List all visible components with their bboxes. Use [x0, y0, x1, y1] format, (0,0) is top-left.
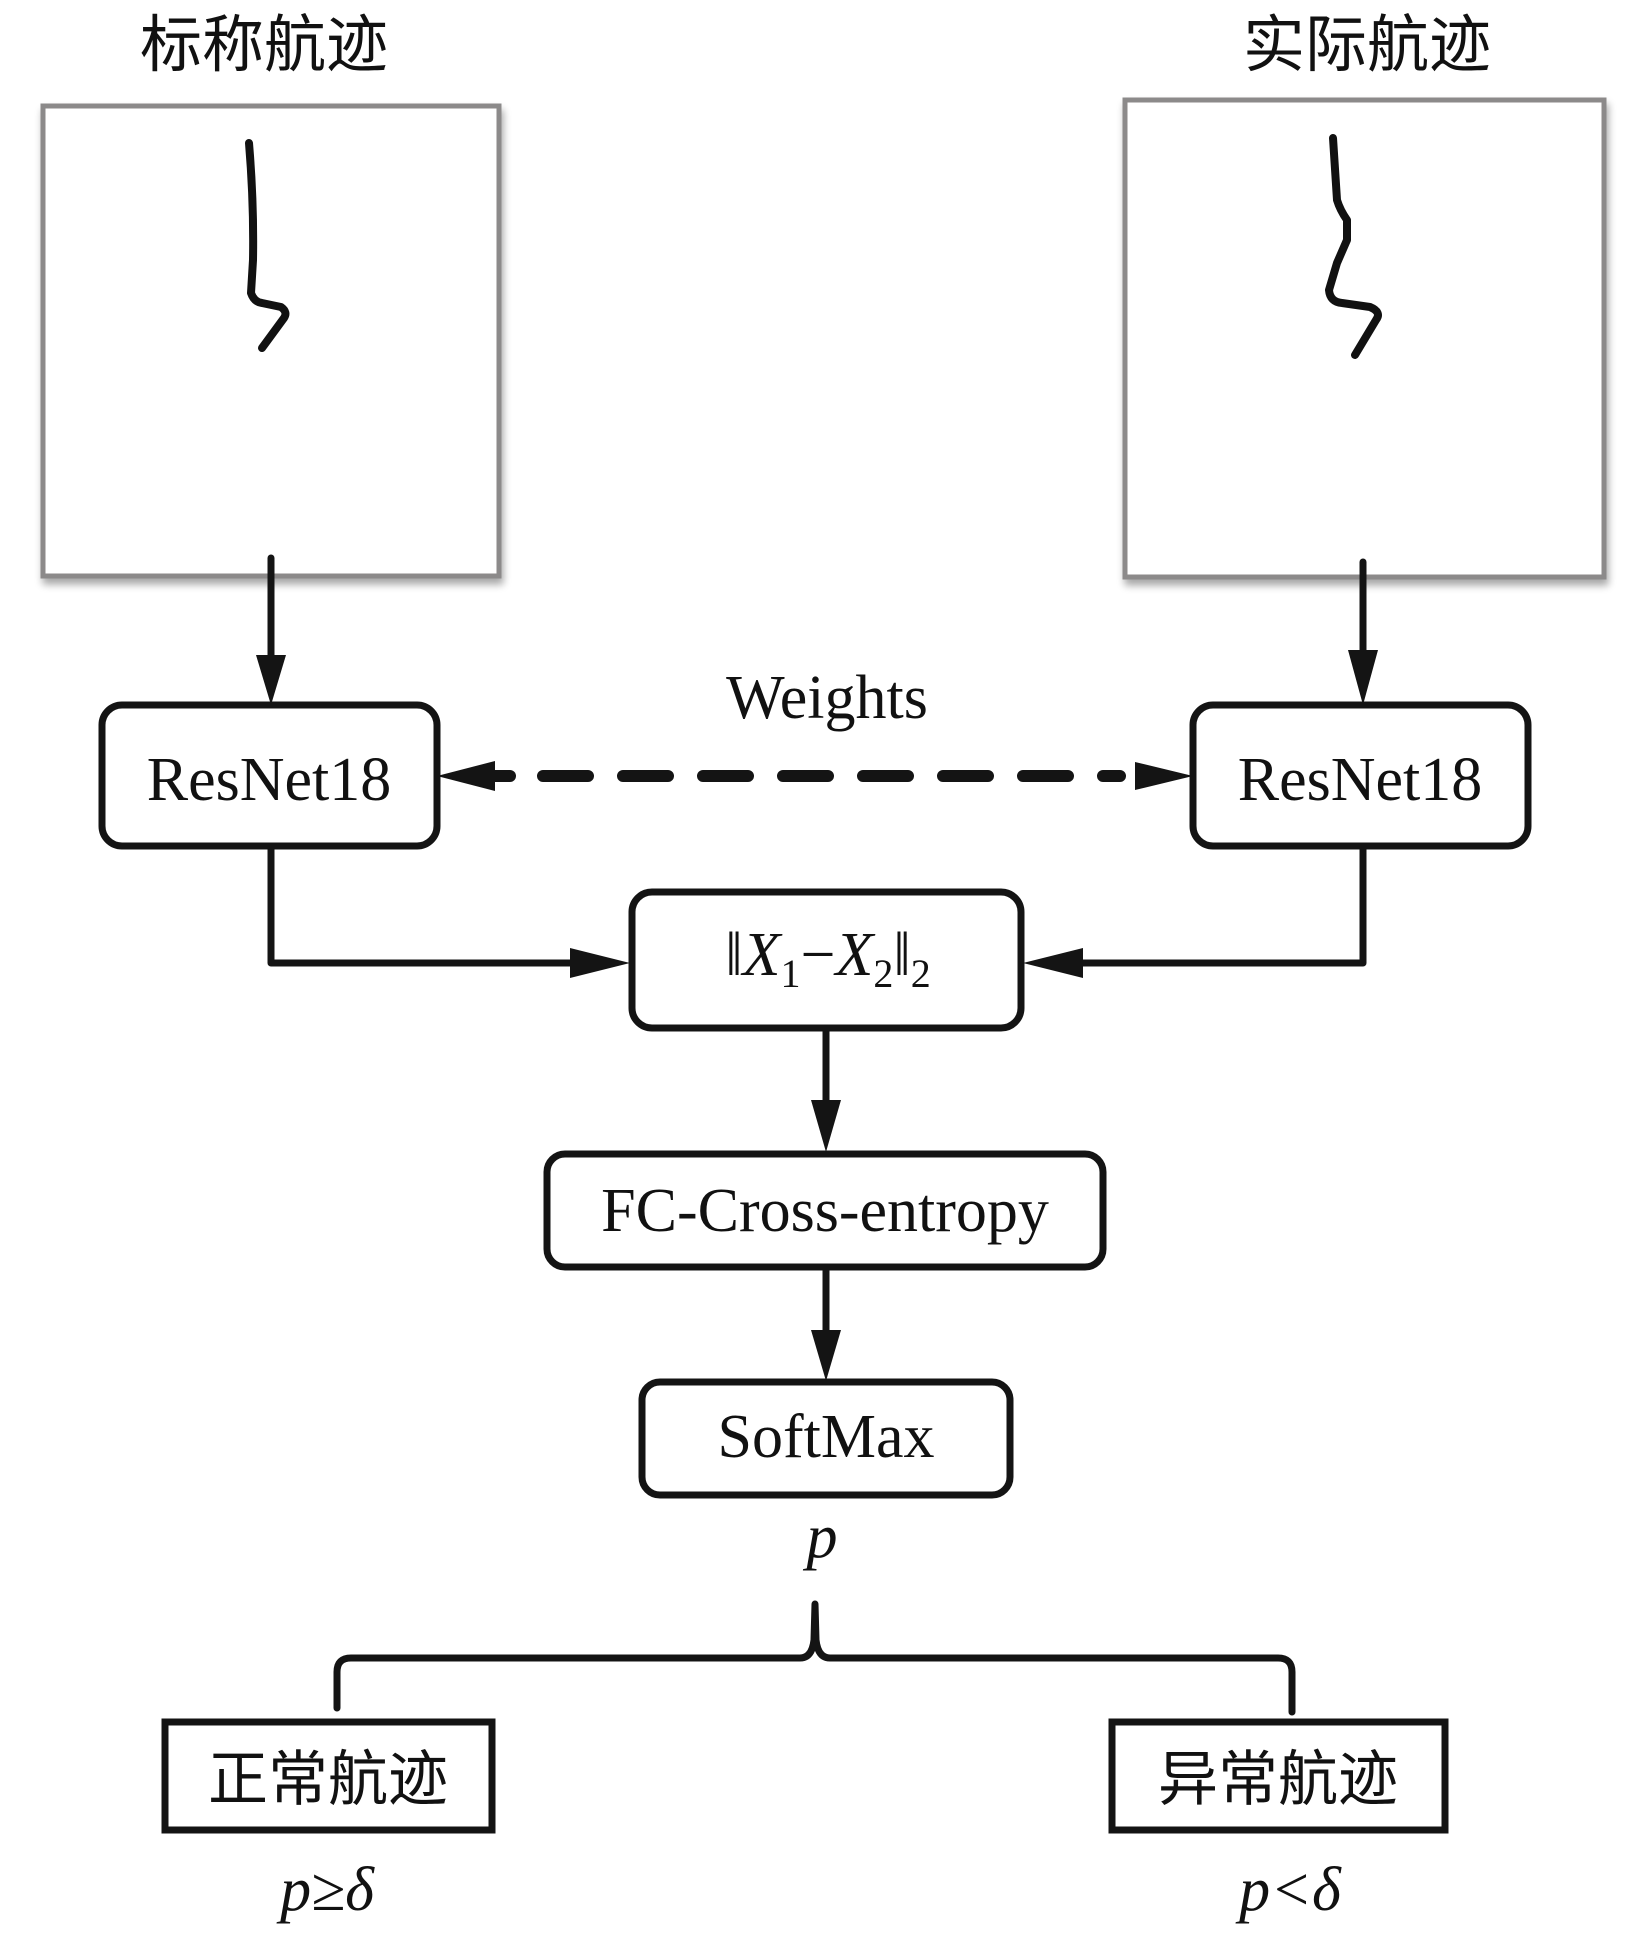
shared-weights-edge: Weights: [437, 664, 1193, 791]
nominal-trajectory-image: [40, 103, 502, 579]
edge-resnet-right-to-distance: [1023, 843, 1367, 978]
normal-trajectory-node: 正常航迹: [161, 1718, 496, 1834]
weights-label: Weights: [726, 664, 928, 732]
abnormal-condition: p<δ: [1235, 1856, 1342, 1924]
abnormal-trajectory-label: 异常航迹: [1158, 1747, 1398, 1813]
fc-cross-entropy-label: FC-Cross-entropy: [601, 1177, 1049, 1245]
actual-trajectory-image: [1122, 97, 1607, 580]
edge-distance-to-fc: [811, 1024, 841, 1152]
actual-trajectory-title: 实际航迹: [1243, 12, 1491, 80]
softmax-label: SoftMax: [718, 1403, 935, 1471]
nominal-trajectory-line: [245, 139, 290, 352]
fc-cross-entropy-node: FC-Cross-entropy: [543, 1150, 1107, 1271]
decision-brace: [333, 1600, 1296, 1716]
resnet-left-node: ResNet18: [98, 701, 441, 850]
edge-nominal-to-resnet: [256, 554, 286, 705]
output-probability-symbol: p: [803, 1503, 838, 1571]
distance-node: ‖X1−X2‖2: [628, 888, 1025, 1032]
distance-formula: ‖X1−X2‖2: [725, 921, 931, 996]
normal-trajectory-label: 正常航迹: [208, 1747, 448, 1813]
abnormal-trajectory-node: 异常航迹: [1108, 1718, 1449, 1834]
nominal-trajectory-title: 标称航迹: [140, 12, 388, 80]
softmax-node: SoftMax: [638, 1378, 1014, 1499]
weights-arrowhead-right: [1135, 762, 1193, 790]
normal-condition: p≥δ: [276, 1856, 375, 1924]
edge-fc-to-softmax: [811, 1263, 841, 1381]
edge-resnet-left-to-distance: [267, 843, 630, 978]
resnet-right-label: ResNet18: [1238, 746, 1483, 814]
resnet-left-label: ResNet18: [147, 746, 392, 814]
resnet-right-node: ResNet18: [1189, 701, 1532, 850]
actual-trajectory-line: [1325, 134, 1382, 359]
weights-arrowhead-left: [437, 761, 495, 791]
edge-actual-to-resnet: [1348, 558, 1378, 705]
